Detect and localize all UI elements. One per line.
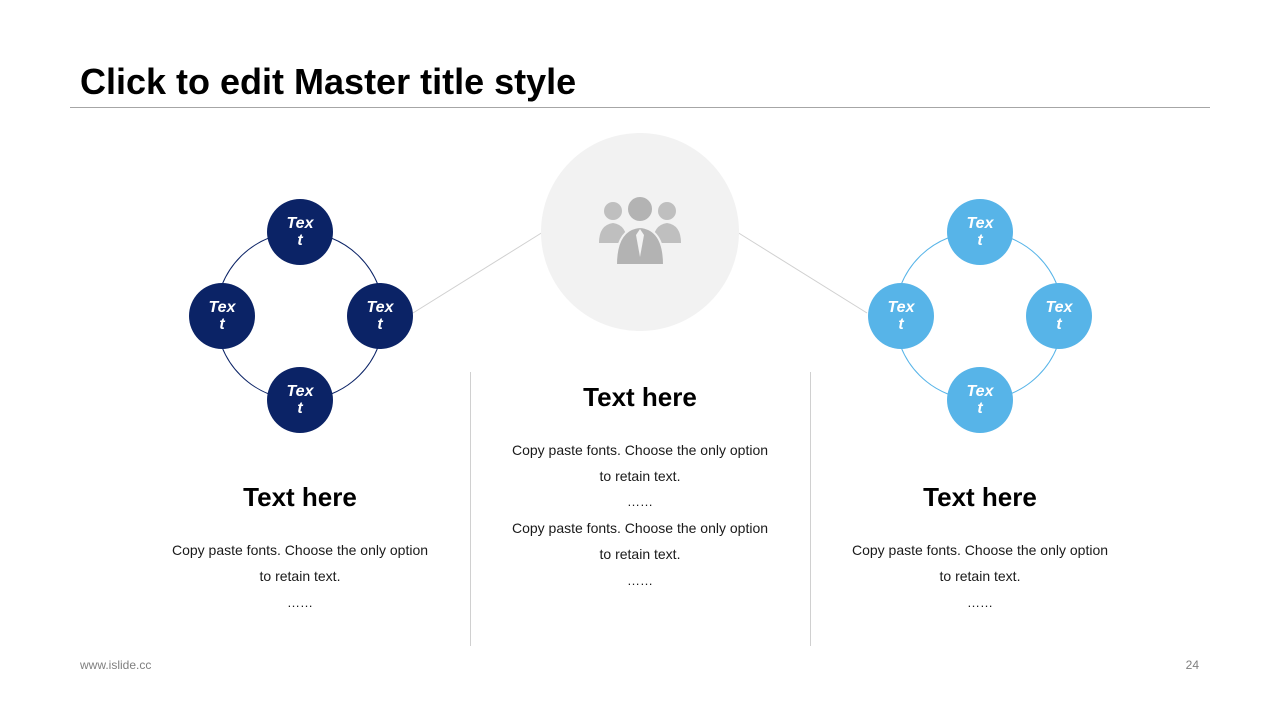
right-node-left[interactable]: Text <box>868 283 934 349</box>
left-node-bottom[interactable]: Text <box>267 367 333 433</box>
right-column-heading[interactable]: Text here <box>923 482 1037 512</box>
left-connector <box>412 231 544 314</box>
left-node-top[interactable]: Text <box>267 199 333 265</box>
center-icon-circle <box>541 133 739 331</box>
footer-url: www.islide.cc <box>80 658 152 672</box>
page-number: 24 <box>1185 658 1199 672</box>
right-node-top[interactable]: Text <box>947 199 1013 265</box>
right-connector <box>736 231 868 314</box>
slide-title[interactable]: Click to edit Master title style <box>80 61 577 102</box>
right-node-right[interactable]: Text <box>1026 283 1092 349</box>
column-divider-left <box>470 372 471 646</box>
right-node-bottom[interactable]: Text <box>947 367 1013 433</box>
title-underline <box>70 107 1210 108</box>
left-node-left[interactable]: Text <box>189 283 255 349</box>
right-column-body[interactable]: Copy paste fonts. Choose the only option… <box>851 542 1109 610</box>
center-column-body[interactable]: Copy paste fonts. Choose the only option… <box>511 442 769 588</box>
left-node-right[interactable]: Text <box>347 283 413 349</box>
left-column-body[interactable]: Copy paste fonts. Choose the only option… <box>171 542 429 610</box>
center-column-heading[interactable]: Text here <box>583 382 697 412</box>
column-divider-right <box>810 372 811 646</box>
left-column-heading[interactable]: Text here <box>243 482 357 512</box>
people-group-icon <box>599 195 681 266</box>
